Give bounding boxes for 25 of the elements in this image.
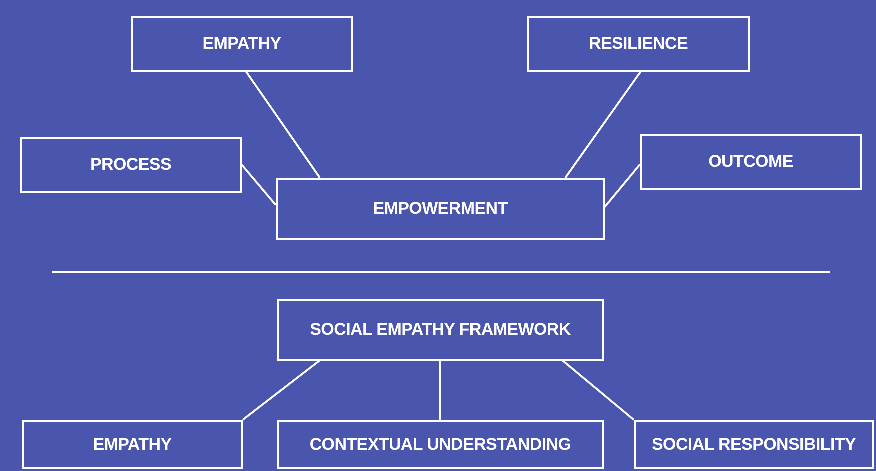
- box-label: EMPOWERMENT: [373, 199, 508, 219]
- concept-box: [131, 16, 353, 72]
- box-label: CONTEXTUAL UNDERSTANDING: [310, 434, 572, 454]
- box-label: SOCIAL RESPONSIBILITY: [652, 434, 856, 454]
- concept-box: [634, 420, 874, 469]
- box-label: EMPATHY: [93, 434, 172, 454]
- connector-line: [242, 360, 320, 421]
- connector-line: [246, 71, 321, 179]
- concept-box: [277, 299, 604, 361]
- connector-line: [564, 71, 642, 179]
- connector-line: [440, 361, 442, 420]
- box-label: RESILIENCE: [588, 34, 688, 54]
- box-label: OUTCOME: [708, 152, 794, 172]
- connector-line: [562, 360, 635, 421]
- connector-line: [604, 164, 641, 208]
- concept-box: [277, 420, 604, 469]
- concept-box: [22, 420, 243, 469]
- connector-line: [241, 164, 277, 206]
- concept-box: [640, 134, 862, 190]
- box-label: EMPATHY: [202, 34, 282, 54]
- box-label: PROCESS: [90, 155, 172, 175]
- concept-box: [527, 16, 750, 72]
- concept-box: [20, 137, 242, 193]
- concept-box: [276, 178, 605, 240]
- box-label: SOCIAL EMPATHY FRAMEWORK: [310, 320, 571, 340]
